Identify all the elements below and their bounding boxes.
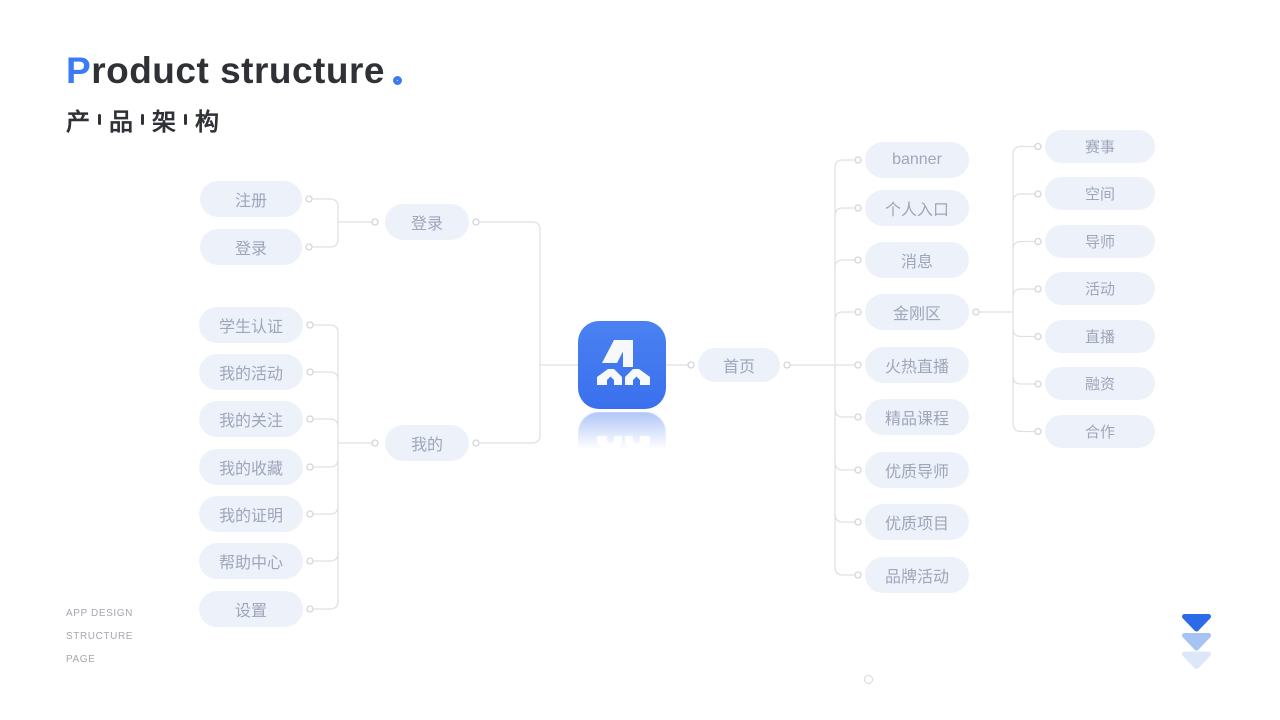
connector-dots [305, 142, 1042, 613]
node-brand-activities: 品牌活动 [865, 557, 969, 593]
node-competitions: 赛事 [1045, 130, 1155, 163]
node-login: 登录 [385, 204, 469, 240]
node-my-activities: 我的活动 [199, 354, 303, 390]
page-title: Product structure [66, 50, 402, 92]
app-logo-mark [597, 340, 650, 385]
root-left-links [479, 221, 578, 444]
node-live: 直播 [1045, 320, 1155, 353]
node-mine: 我的 [385, 425, 469, 461]
node-personal-entry: 个人入口 [865, 190, 969, 226]
subtitle-separator [141, 114, 144, 125]
subtitle-char: 架 [152, 109, 176, 136]
mini-ring-icon [864, 675, 873, 684]
node-quality-mentors: 优质导师 [865, 452, 969, 488]
triangle-stack-icon [1182, 614, 1211, 669]
node-mentors: 导师 [1045, 225, 1155, 258]
node-cooperation: 合作 [1045, 415, 1155, 448]
page-subtitle: 产品架构 [66, 102, 219, 137]
subtitle-char: 品 [109, 109, 133, 136]
title-rest: roduct structure [91, 50, 385, 91]
node-activities: 活动 [1045, 272, 1155, 305]
footer-line-1: APP DESIGN [66, 608, 133, 619]
node-my-follows: 我的关注 [199, 401, 303, 437]
footer-line-3: PAGE [66, 654, 96, 665]
app-logo-icon [578, 321, 666, 409]
title-lead-letter: P [66, 50, 92, 91]
node-messages: 消息 [865, 242, 969, 278]
footer-line-2: STRUCTURE [66, 631, 134, 642]
node-home: 首页 [698, 348, 780, 382]
node-featured-courses: 精品课程 [865, 399, 969, 435]
grid-branch-links [979, 145, 1035, 433]
node-register: 注册 [200, 181, 302, 217]
mine-branch-links [313, 324, 372, 610]
node-student-cert: 学生认证 [199, 307, 303, 343]
subtitle-char: 产 [66, 109, 90, 136]
node-help-center: 帮助中心 [199, 543, 303, 579]
node-my-certificates: 我的证明 [199, 496, 303, 532]
root-right-links [666, 159, 855, 576]
node-my-favorites: 我的收藏 [199, 449, 303, 485]
auth-branch-links [312, 198, 372, 248]
node-quality-projects: 优质项目 [865, 504, 969, 540]
title-period-icon [392, 76, 402, 85]
node-hot-live: 火热直播 [865, 347, 969, 383]
node-financing: 融资 [1045, 367, 1155, 400]
node-settings: 设置 [199, 591, 303, 627]
node-banner: banner [865, 142, 969, 178]
subtitle-separator [98, 114, 101, 125]
subtitle-char: 构 [195, 109, 219, 136]
node-space: 空间 [1045, 177, 1155, 210]
app-logo-icon-mirror [578, 412, 666, 460]
node-login-child: 登录 [200, 229, 302, 265]
node-grid-area: 金刚区 [865, 294, 969, 330]
app-logo-reflection [578, 412, 666, 460]
subtitle-separator [184, 114, 187, 125]
